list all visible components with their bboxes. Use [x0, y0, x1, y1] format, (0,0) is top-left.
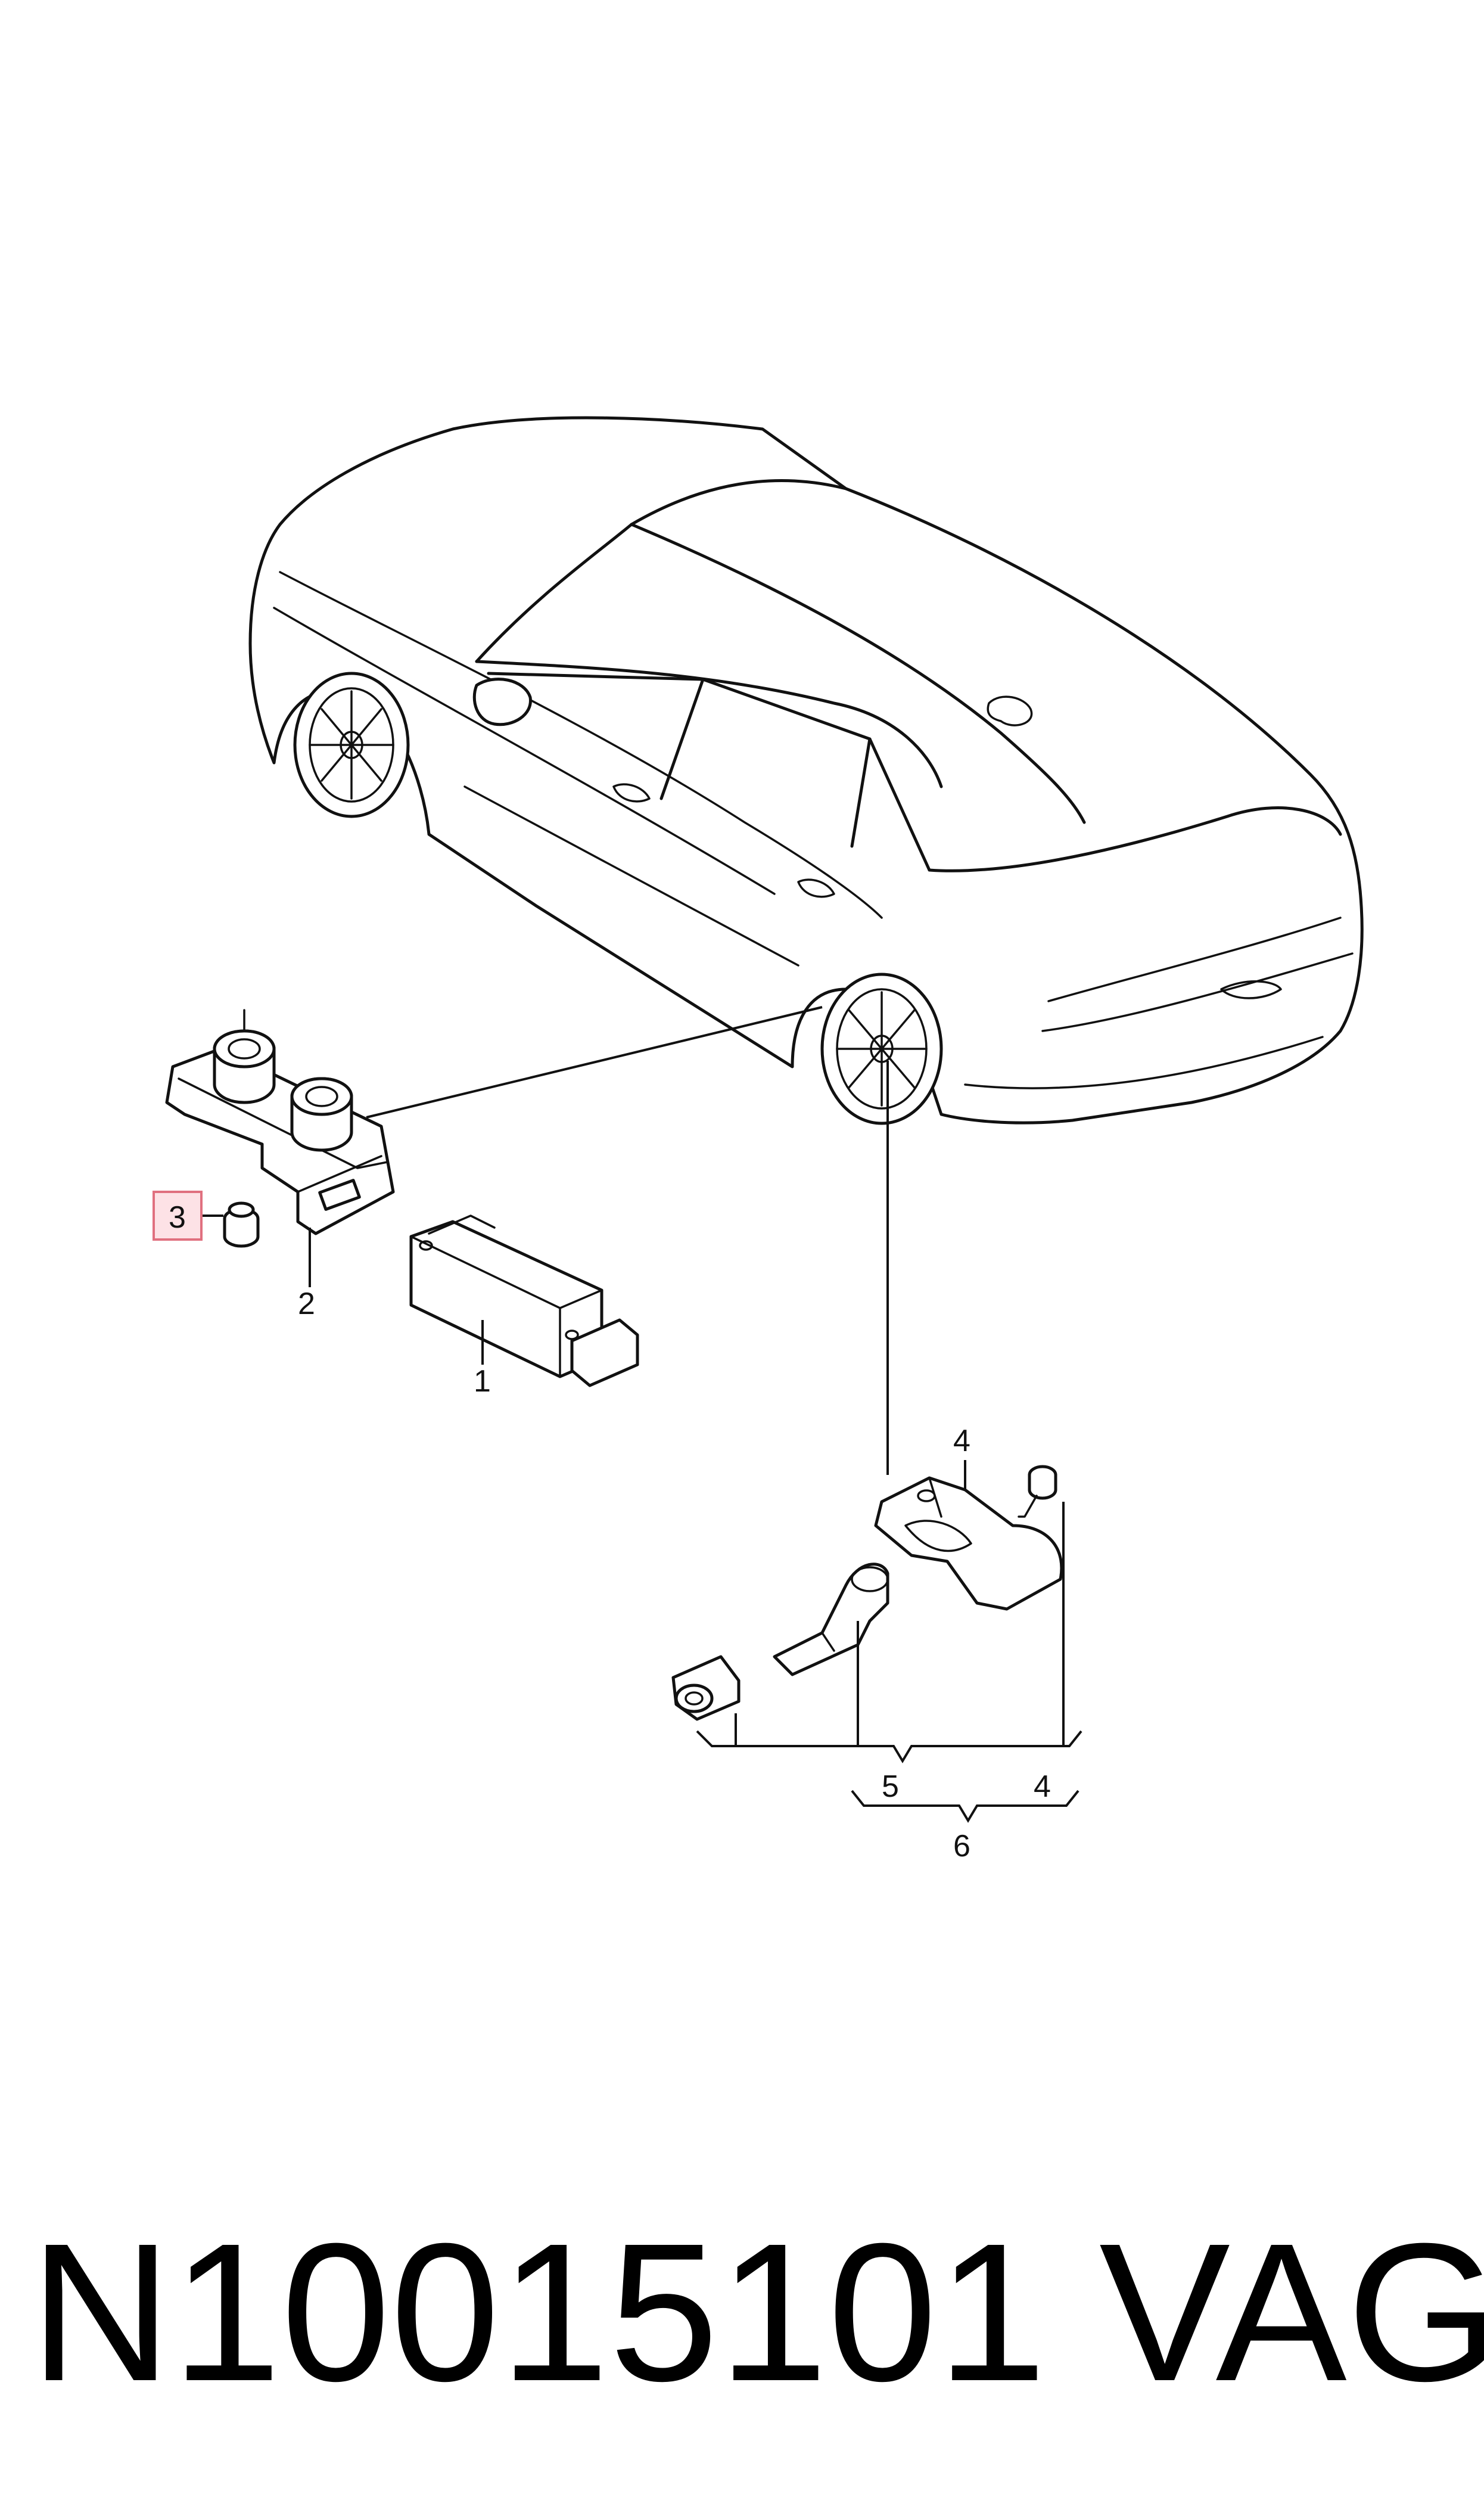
front-wheel: [293, 672, 410, 818]
part-number-label: N10015101: [30, 2202, 1047, 2422]
bracket-group-5: [696, 1730, 1082, 1763]
rear-wheel: [820, 973, 943, 1125]
bracket-group-6: [851, 1790, 1079, 1823]
callout-1: 1: [474, 1364, 491, 1399]
sensor-screw-part: [1018, 1465, 1057, 1518]
control-unit-part: [409, 1215, 639, 1387]
callout-4-group: 4: [1034, 1769, 1051, 1804]
valve-stem-part: [773, 1563, 889, 1676]
tpms-sensor-part: [874, 1476, 1063, 1611]
callout-4-sensor: 4: [953, 1424, 970, 1458]
callout-6: 6: [953, 1829, 970, 1863]
car-illustration: [248, 416, 1364, 1125]
valve-cap-part: [671, 1655, 741, 1721]
callout-5: 5: [882, 1769, 899, 1804]
brand-label: VAG: [1099, 2202, 1484, 2422]
nut-part: [203, 1201, 260, 1248]
callout-3-highlight: [153, 1191, 203, 1241]
bracket-part: [165, 1009, 395, 1235]
callout-3: 3: [169, 1200, 186, 1235]
callout-2: 2: [298, 1287, 315, 1321]
leader-car-to-bracket: [366, 1006, 823, 1119]
